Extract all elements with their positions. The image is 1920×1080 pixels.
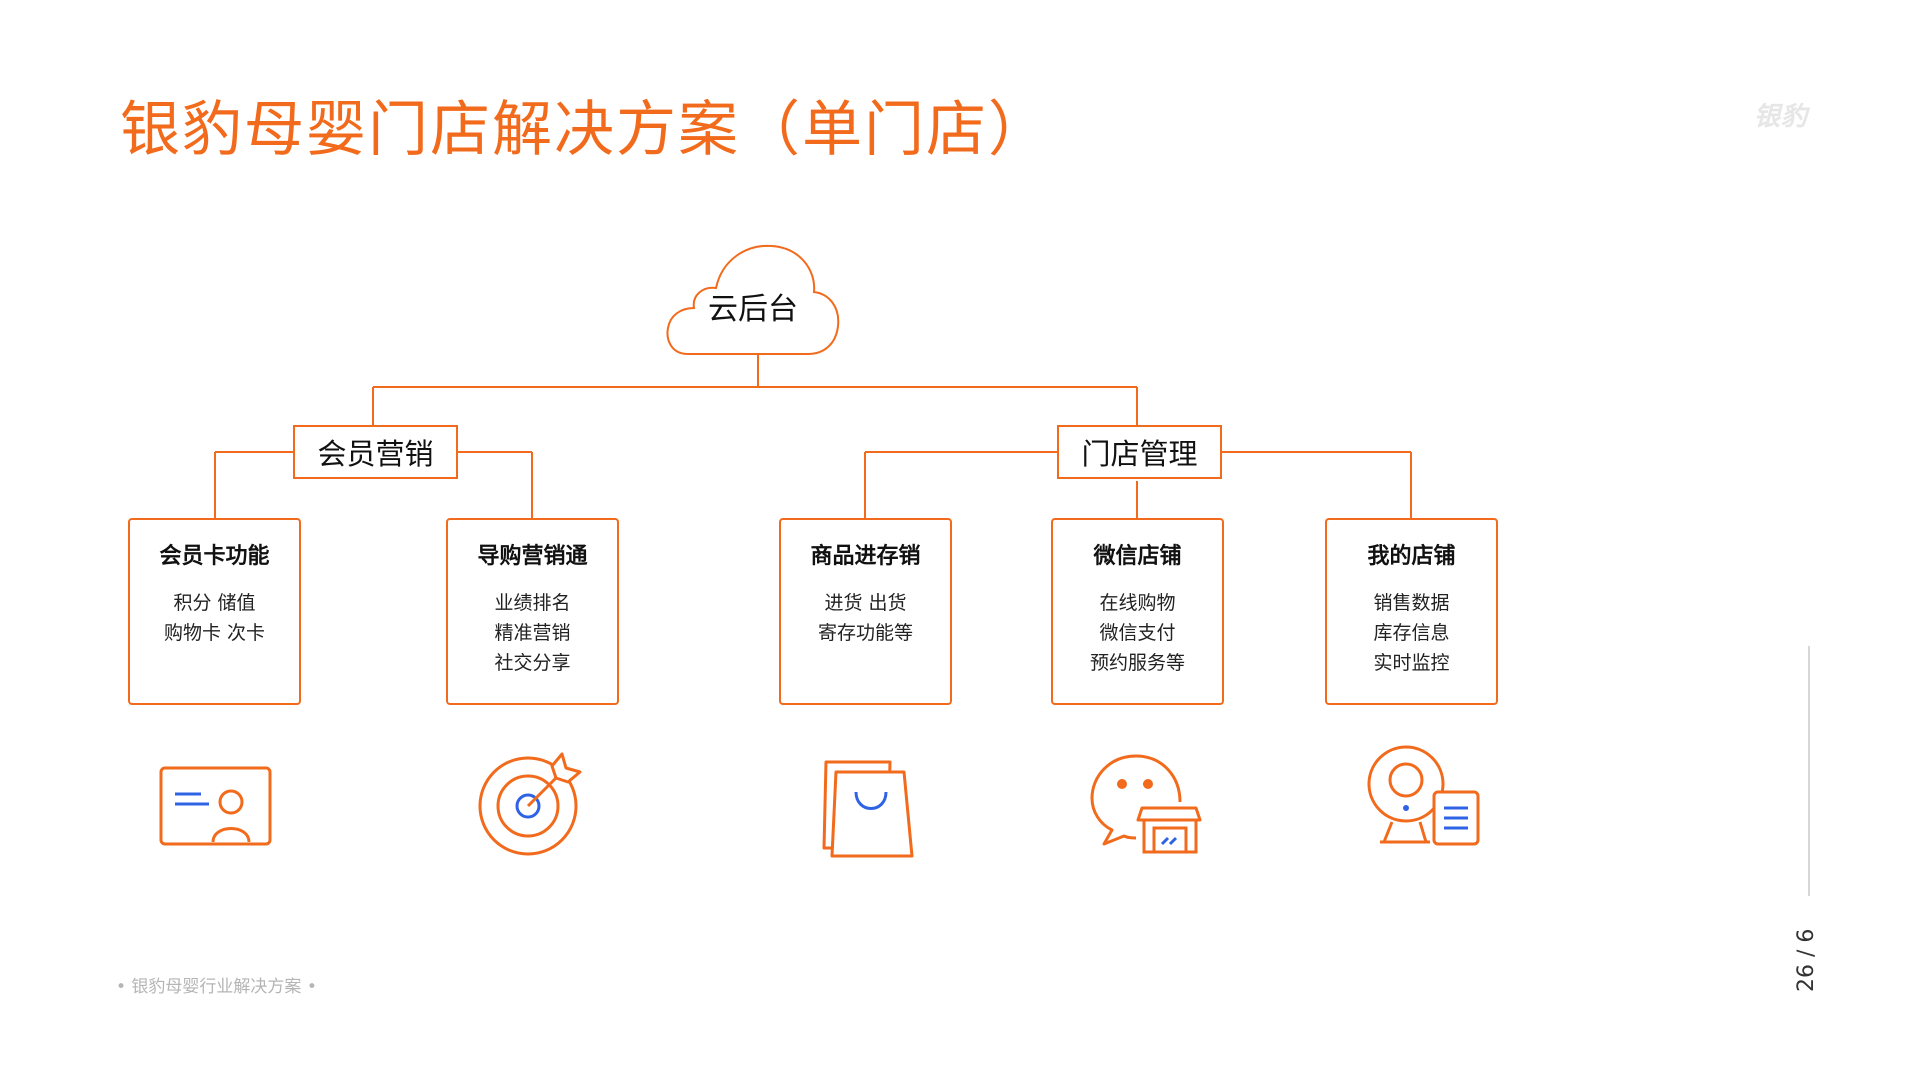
cloud-backend-node: 云后台 (664, 242, 842, 358)
card-inventory: 商品进存销 进货 出货 寄存功能等 (779, 518, 952, 705)
page-divider-line (1808, 646, 1810, 896)
card-line: 预约服务等 (1089, 652, 1185, 674)
card-line: 积分 储值 (173, 592, 256, 614)
card-title: 会员卡功能 (159, 544, 270, 569)
brand-logo: 银豹 (1754, 102, 1809, 132)
card-line: 微信支付 (1099, 622, 1176, 644)
branch-store-management: 门店管理 (1057, 425, 1222, 479)
branch-label: 门店管理 (1081, 437, 1198, 471)
card-line: 销售数据 (1373, 592, 1450, 614)
card-line: 实时监控 (1373, 652, 1450, 674)
card-shopping-guide: 导购营销通 业绩排名 精准营销 社交分享 (446, 518, 619, 705)
branch-member-marketing: 会员营销 (293, 425, 458, 479)
target-icon (478, 752, 582, 856)
shopping-bag-icon (822, 760, 914, 858)
card-title: 商品进存销 (810, 544, 921, 569)
branch-label: 会员营销 (317, 437, 434, 471)
card-line: 业绩排名 (494, 592, 571, 614)
card-line: 购物卡 次卡 (163, 622, 266, 644)
footer-caption: • 银豹母婴行业解决方案 • (116, 977, 317, 997)
card-wechat-store: 微信店铺 在线购物 微信支付 预约服务等 (1051, 518, 1224, 705)
card-line: 精准营销 (494, 622, 571, 644)
card-title: 我的店铺 (1367, 544, 1456, 569)
card-line: 寄存功能等 (817, 622, 913, 644)
card-title: 微信店铺 (1093, 544, 1182, 569)
card-title: 导购营销通 (477, 544, 588, 569)
card-my-store: 我的店铺 销售数据 库存信息 实时监控 (1325, 518, 1498, 705)
wechat-store-icon (1090, 754, 1202, 854)
card-line: 进货 出货 (824, 592, 907, 614)
card-member-card: 会员卡功能 积分 储值 购物卡 次卡 (128, 518, 301, 705)
page-title: 银豹母婴门店解决方案（单门店） (120, 95, 1050, 165)
card-line: 库存信息 (1373, 622, 1450, 644)
page-number: 26 / 6 (1794, 928, 1819, 992)
cloud-icon (666, 244, 840, 355)
card-line: 社交分享 (494, 652, 571, 674)
card-line: 在线购物 (1099, 592, 1176, 614)
camera-monitor-icon (1367, 745, 1480, 846)
member-card-icon (159, 766, 272, 846)
cloud-backend-label: 云后台 (708, 292, 798, 327)
